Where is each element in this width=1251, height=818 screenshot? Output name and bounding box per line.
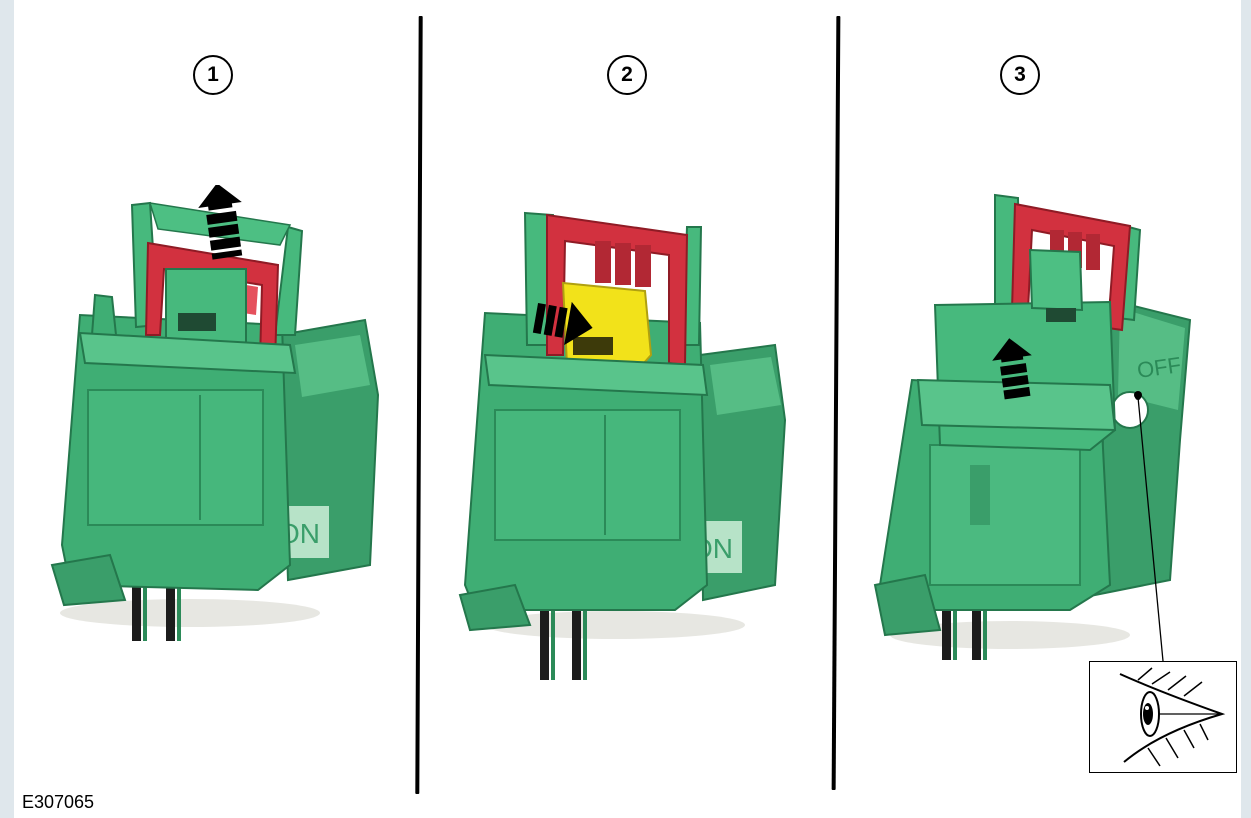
connector-1-illustration: ON: [40, 185, 390, 645]
inspection-inset: [1089, 661, 1237, 773]
indicator-window: [1112, 392, 1148, 428]
step-badge-2: 2: [607, 55, 647, 95]
connector-step-3: OFF: [870, 190, 1200, 665]
panel-divider-2: [832, 16, 841, 790]
connector-2-illustration: ON: [455, 205, 805, 685]
connector-step-2: ON: [455, 205, 805, 685]
step-badge-1: 1: [193, 55, 233, 95]
step-number-1: 1: [207, 63, 219, 87]
eye-icon: [1090, 662, 1235, 771]
step-badge-3: 3: [1000, 55, 1040, 95]
left-margin: [0, 0, 14, 818]
step-number-2: 2: [621, 63, 633, 87]
panel-divider-1: [415, 16, 422, 794]
connector-3-illustration: OFF: [870, 190, 1200, 665]
connector-step-1: ON: [40, 185, 390, 645]
right-margin: [1241, 0, 1251, 818]
figure-id-label: E307065: [22, 792, 94, 813]
step-number-3: 3: [1014, 63, 1026, 87]
